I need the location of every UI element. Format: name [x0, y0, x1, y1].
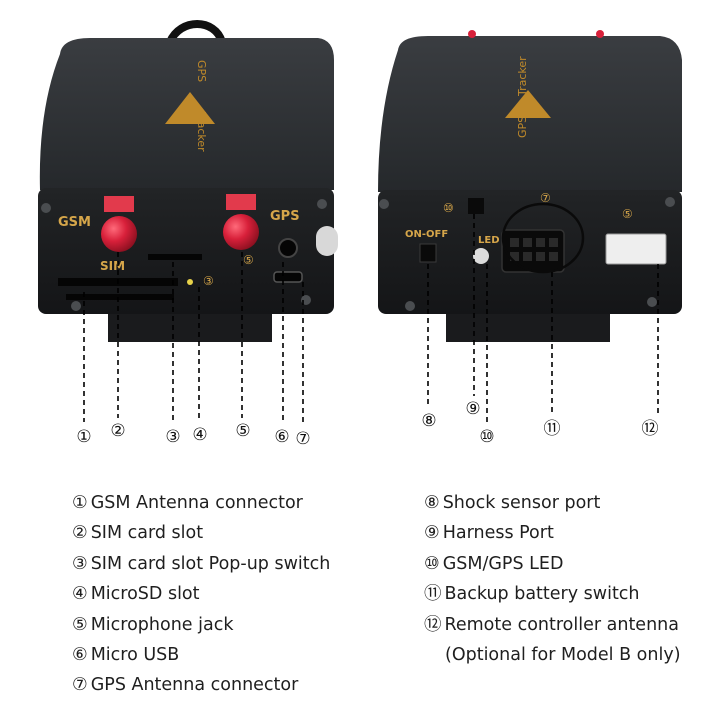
- remote-antenna-connector: [605, 233, 667, 265]
- callout-number: ⑫: [642, 419, 659, 439]
- device-marker: ③: [203, 274, 214, 288]
- front-cable: [166, 20, 226, 44]
- gsm-gps-led: [473, 248, 489, 264]
- led-label: LED: [478, 235, 500, 246]
- callout-number: ⑥: [274, 427, 289, 447]
- screw-icon: [379, 199, 389, 209]
- microphone-jack: [278, 238, 298, 258]
- svg-text:GPS: GPS: [516, 116, 529, 138]
- device-marker: ⑤: [622, 207, 633, 221]
- svg-text:Tracker: Tracker: [516, 56, 529, 97]
- screw-icon: [41, 203, 51, 213]
- screw-icon: [665, 197, 675, 207]
- front-view-device: GSM SIM GPS GPS Tracker ③ ⑤: [38, 20, 338, 342]
- callout-number: ⑤: [235, 421, 250, 441]
- callout-number: ④: [192, 425, 207, 445]
- brand-logo: GPS Tracker: [516, 56, 529, 138]
- device-marker: ⑤: [243, 253, 254, 267]
- sim-label: SIM: [100, 259, 125, 273]
- device-illustration: GSM SIM GPS GPS Tracker ③ ⑤: [38, 20, 682, 449]
- callout-number: ⑩: [479, 427, 494, 447]
- callout-number: ②: [110, 421, 125, 441]
- callout-numbers: ① ② ③ ④ ⑤ ⑥ ⑦ ⑧ ⑨ ⑩ ⑪ ⑫: [76, 399, 658, 449]
- screw-icon: [647, 297, 657, 307]
- remote-antenna-wire: [501, 202, 585, 274]
- shock-sensor-port: [468, 198, 484, 214]
- popup-switch: [187, 279, 193, 285]
- gsm-antenna-connector: [101, 196, 137, 252]
- back-view-device: GPS Tracker ON-OFF LED ⑩ ⑦ ⑤: [378, 30, 682, 342]
- leader-lines: [83, 214, 659, 426]
- callout-number: ⑧: [421, 411, 436, 431]
- sim-card-slot: [66, 294, 174, 300]
- side-cap: [316, 226, 338, 256]
- callout-number: ⑨: [465, 399, 480, 419]
- gsm-label: GSM: [58, 215, 91, 230]
- callout-number: ⑪: [544, 419, 561, 439]
- callout-number: ①: [76, 427, 91, 447]
- screw-icon: [71, 301, 81, 311]
- micro-usb-port: [273, 271, 303, 283]
- brand-emblem-icon: [165, 92, 215, 124]
- led-dot: [468, 30, 476, 38]
- led-dot: [596, 30, 604, 38]
- harness-port: [501, 229, 565, 273]
- microsd-slot: [148, 254, 202, 260]
- on-off-label: ON-OFF: [405, 229, 448, 240]
- gps-label: GPS: [270, 209, 300, 224]
- screw-icon: [317, 199, 327, 209]
- device-marker: ⑩: [443, 201, 454, 215]
- device-marker: ⑦: [540, 191, 551, 205]
- screw-icon: [405, 301, 415, 311]
- callout-number: ⑦: [295, 429, 310, 449]
- svg-text:GPS: GPS: [195, 60, 208, 82]
- gps-antenna-connector: [223, 194, 259, 250]
- callout-number: ③: [165, 427, 180, 447]
- backup-battery-switch: [419, 243, 437, 263]
- legend-note: (Optional for Model B only): [445, 645, 681, 666]
- brand-emblem-icon: [505, 90, 551, 118]
